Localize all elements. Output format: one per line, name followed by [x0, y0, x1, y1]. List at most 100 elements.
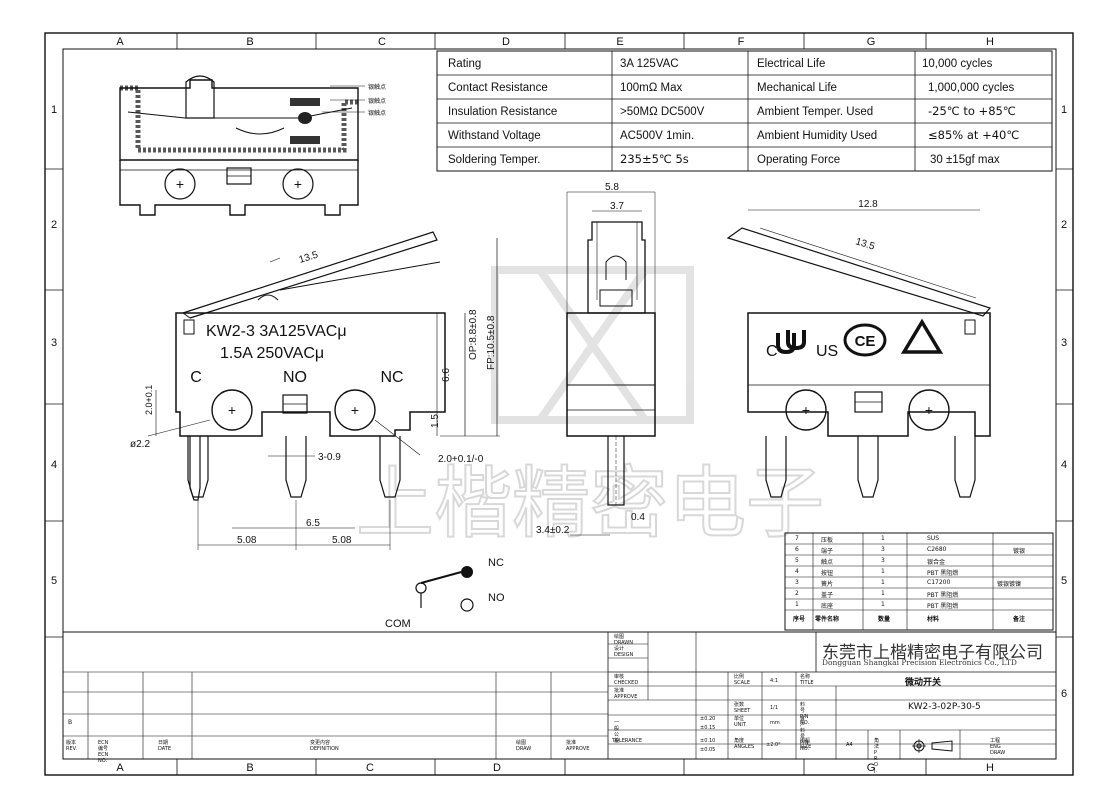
watermark-logo: [491, 266, 694, 424]
dim-diameter: ø2.2: [130, 439, 150, 450]
col-letter: D: [502, 36, 510, 48]
row-number: 5: [1061, 575, 1067, 587]
row-number: 1: [1061, 104, 1067, 116]
title-block: [62, 631, 1057, 760]
schematic-com: COM: [385, 618, 411, 630]
dim-5-08-left: 5.08: [237, 535, 257, 546]
terminal-nc-label: NC: [380, 369, 403, 386]
row-number: 4: [51, 459, 57, 471]
row-number: 2: [51, 219, 57, 231]
col-letter: E: [616, 36, 623, 48]
col-letter: A: [116, 36, 124, 48]
spec-label: Withstand Voltage: [448, 130, 541, 142]
spec-value: ≤85% at +40℃: [928, 128, 1019, 142]
spec-value: 3A 125VAC: [620, 58, 679, 70]
nc-contact-icon: [461, 566, 473, 578]
spec-value: AC500V 1min.: [620, 130, 694, 142]
svg-text:+: +: [802, 402, 810, 418]
spec-value: 10,000 cycles: [922, 58, 993, 70]
ce-mark-icon: [843, 323, 887, 357]
column-markers: [45, 33, 1073, 775]
cert-c: C: [766, 343, 778, 360]
row-number: 3: [1061, 337, 1067, 349]
row-number: 2: [1061, 219, 1067, 231]
inner-border: [62, 48, 1057, 760]
dim-5-8: 5.8: [605, 182, 619, 193]
row-number: 1: [51, 104, 57, 116]
svg-text:+: +: [925, 402, 933, 418]
spec-label: Ambient Temper. Used: [757, 106, 873, 118]
front-view: KW2-3 3A125VACμ 1.5A 250VACμ C NO NC + +…: [130, 231, 500, 550]
spec-label: Operating Force: [757, 154, 840, 166]
dim-lever: 13.5: [298, 250, 320, 266]
dim-3-7: 3.7: [610, 201, 624, 212]
col-letter: A: [116, 762, 124, 774]
spec-label: Electrical Life: [757, 58, 825, 70]
no-contact-icon: [460, 598, 474, 612]
dim-3-4: 3.4±0.2: [536, 525, 570, 536]
spec-value: >50MΩ DC500V: [620, 106, 705, 118]
terminal-c-label: C: [190, 369, 202, 386]
spec-table: Rating 3A 125VAC Electrical Life 10,000 …: [436, 50, 1053, 172]
spec-label: Mechanical Life: [757, 82, 837, 94]
col-letter: C: [366, 762, 374, 774]
dim-13-5: 13.5: [854, 236, 876, 252]
outer-border: [44, 32, 1074, 776]
col-letter: H: [986, 36, 994, 48]
watermark: 上楷精密电子: [355, 266, 825, 550]
row-number: 6: [1061, 688, 1067, 700]
dim-6-5: 6.5: [306, 518, 320, 529]
column-letters: A B C D E F G H A B C D G H: [116, 36, 994, 774]
col-letter: B: [246, 36, 253, 48]
cert-ce: CE: [855, 333, 876, 350]
row-number: 3: [51, 337, 57, 349]
svg-text:+: +: [228, 402, 236, 418]
schematic-nc: NC: [488, 557, 504, 569]
dim-12-8: 12.8: [858, 199, 878, 210]
section-label: 银触点: [368, 109, 386, 117]
col-letter: F: [738, 36, 745, 48]
back-view: 12.8 13.5 C US CE + +: [726, 199, 992, 498]
spec-value: 100mΩ Max: [620, 82, 683, 94]
schematic-no: NO: [488, 592, 505, 604]
section-label: 银触点: [368, 83, 386, 91]
section-view: + + 银触点 银触点 银触点: [119, 75, 386, 216]
spec-value: 235±5℃ 5s: [620, 152, 689, 166]
front-marking-line2: 1.5A 250VACμ: [220, 345, 324, 362]
row-number: 5: [51, 575, 57, 587]
dim-op: OP:8.8±0.8: [468, 309, 479, 360]
col-letter: B: [246, 762, 253, 774]
spec-label: Contact Resistance: [448, 82, 548, 94]
col-letter: G: [867, 36, 876, 48]
side-view: 5.8 3.7 3.4±0.2 0.4: [536, 182, 656, 536]
spec-label: Soldering Temper.: [448, 154, 540, 166]
row-number: 4: [1061, 459, 1067, 471]
bom-table: [784, 532, 1054, 631]
terminal-no-label: NO: [283, 369, 307, 386]
dim-0-4: 0.4: [631, 512, 645, 523]
cert-us: US: [816, 343, 838, 360]
row-numbers: 1 2 3 4 5 1 2 3 4 5 6: [51, 104, 1067, 700]
front-marking-line1: KW2-3 3A125VACμ: [206, 323, 347, 340]
col-letter: G: [867, 762, 876, 774]
spec-label: Rating: [448, 58, 481, 70]
dim-hole-right: 2.0+0.1/-0: [438, 454, 484, 465]
section-label: 银触点: [368, 97, 386, 105]
col-letter: H: [986, 762, 994, 774]
ul-mark-icon: [776, 330, 806, 355]
spec-value: -25℃ to +85℃: [928, 104, 1016, 118]
triangle-mark-icon: [900, 318, 944, 354]
dim-height: 6.6: [441, 368, 452, 382]
col-letter: C: [378, 36, 386, 48]
svg-text:+: +: [176, 176, 184, 192]
spec-label: Ambient Humidity Used: [757, 130, 877, 142]
watermark-text: 上楷精密电子: [356, 459, 824, 549]
dim-fp: FP:10.5±0.8: [486, 315, 497, 370]
dim-pin-h: 1.5: [430, 414, 441, 428]
dim-5-08-right: 5.08: [332, 535, 352, 546]
dim-hole-left: 2.0+0.1: [144, 385, 154, 415]
spec-value: 30 ±15gf max: [930, 154, 1000, 166]
spec-label: Insulation Resistance: [448, 106, 557, 118]
svg-text:+: +: [294, 176, 302, 192]
